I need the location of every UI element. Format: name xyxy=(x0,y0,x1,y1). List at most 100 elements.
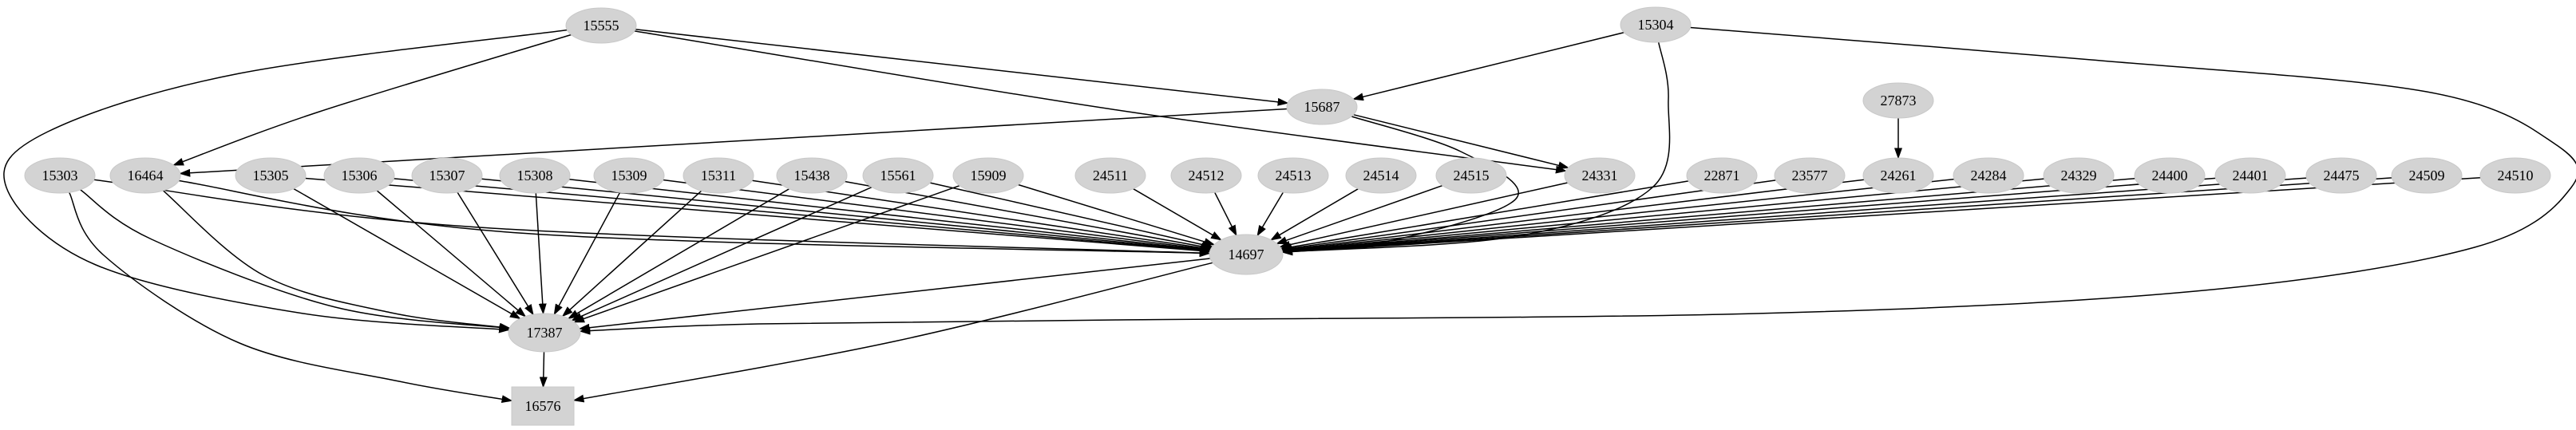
node-label-24331: 24331 xyxy=(1582,168,1618,183)
node-ellipse-24510 xyxy=(2479,157,2551,194)
node-label-24513: 24513 xyxy=(1276,168,1312,183)
node-label-24511: 24511 xyxy=(1093,168,1128,183)
node-ellipse-15909 xyxy=(952,157,1024,194)
graph-node-24514: 24514 xyxy=(1345,157,1417,194)
edge-24329-to-14697 xyxy=(1280,178,2044,254)
node-ellipse-24509 xyxy=(2391,157,2463,194)
node-label-24512: 24512 xyxy=(1189,168,1225,183)
graph-node-16464: 16464 xyxy=(109,157,181,194)
edge-24512-to-14697 xyxy=(1214,191,1237,237)
graph-node-15909: 15909 xyxy=(952,157,1024,194)
edge-24261-to-14697 xyxy=(1280,179,1865,254)
node-ellipse-24475 xyxy=(2305,157,2377,194)
node-label-15303: 15303 xyxy=(42,168,78,183)
node-ellipse-15311 xyxy=(683,157,754,194)
graph-node-16576: 16576 xyxy=(511,386,575,426)
edge-14697-to-16576 xyxy=(572,262,1213,403)
node-ellipse-15561 xyxy=(862,157,934,194)
node-label-14697: 14697 xyxy=(1229,247,1264,262)
node-label-15311: 15311 xyxy=(701,168,736,183)
edge-24284-to-14697 xyxy=(1280,178,1955,254)
node-label-15306: 15306 xyxy=(342,168,378,183)
graph-node-24511: 24511 xyxy=(1074,157,1146,194)
node-ellipse-15308 xyxy=(499,157,571,194)
edge-15307-to-14697 xyxy=(481,178,1212,254)
edge-15555-to-15687 xyxy=(635,29,1289,106)
edge-15561-to-14697 xyxy=(929,182,1214,249)
graph-node-14697: 14697 xyxy=(1209,234,1284,275)
node-ellipse-15306 xyxy=(323,157,395,194)
edge-15555-to-24331 xyxy=(634,30,1567,174)
node-ellipse-15307 xyxy=(411,157,483,194)
graph-node-24509: 24509 xyxy=(2391,157,2463,194)
graph-node-24400: 24400 xyxy=(2134,157,2206,194)
edge-24510-to-14697 xyxy=(1281,176,2481,256)
node-label-16576: 16576 xyxy=(525,398,561,414)
graph-node-24261: 24261 xyxy=(1862,157,1934,194)
edges-layer xyxy=(3,26,2576,404)
node-ellipse-15305 xyxy=(235,157,307,194)
node-ellipse-24400 xyxy=(2134,157,2206,194)
node-ellipse-15303 xyxy=(24,157,96,194)
graph-node-15555: 15555 xyxy=(565,7,637,44)
node-label-15308: 15308 xyxy=(517,168,553,183)
node-ellipse-24513 xyxy=(1257,157,1329,194)
node-label-24400: 24400 xyxy=(2152,168,2188,183)
graph-node-15308: 15308 xyxy=(499,157,571,194)
node-ellipse-15309 xyxy=(593,157,665,194)
node-label-24284: 24284 xyxy=(1971,168,2007,183)
edge-15308-to-17387 xyxy=(535,192,547,315)
node-label-15307: 15307 xyxy=(429,168,465,183)
edge-15309-to-14697 xyxy=(663,179,1212,253)
node-label-16464: 16464 xyxy=(128,168,164,183)
edge-15561-to-17387 xyxy=(571,186,873,322)
node-label-27873: 27873 xyxy=(1881,93,1917,108)
node-ellipse-24331 xyxy=(1564,157,1636,194)
edge-23577-to-14697 xyxy=(1280,179,1776,253)
edge-24513-to-14697 xyxy=(1256,191,1284,237)
node-ellipse-22871 xyxy=(1686,157,1758,194)
node-ellipse-24511 xyxy=(1074,157,1146,194)
node-ellipse-24284 xyxy=(1953,157,2024,194)
edge-15304-to-14697 xyxy=(1281,41,1671,256)
edge-24515-to-14697 xyxy=(1276,184,1443,245)
graph-node-23577: 23577 xyxy=(1774,157,1846,194)
graph-node-15303: 15303 xyxy=(24,157,96,194)
edge-15307-to-17387 xyxy=(457,191,534,316)
node-label-17387: 17387 xyxy=(527,325,563,341)
node-ellipse-15304 xyxy=(1620,6,1692,43)
edge-15305-to-17387 xyxy=(293,187,521,320)
node-label-24510: 24510 xyxy=(2498,168,2534,183)
node-ellipse-15687 xyxy=(1286,89,1358,125)
edge-15303-to-14697 xyxy=(93,179,1211,257)
edge-15438-to-17387 xyxy=(567,188,789,319)
graph-node-15687: 15687 xyxy=(1286,89,1358,125)
node-label-24261: 24261 xyxy=(1881,168,1917,183)
node-label-23577: 23577 xyxy=(1792,168,1828,183)
edge-15303-to-16576 xyxy=(69,191,513,404)
graph-node-24513: 24513 xyxy=(1257,157,1329,194)
edge-24331-to-14697 xyxy=(1279,182,1568,249)
graph-node-15306: 15306 xyxy=(323,157,395,194)
node-label-24514: 24514 xyxy=(1363,168,1399,183)
node-box-16576 xyxy=(511,386,575,426)
graph-node-24475: 24475 xyxy=(2305,157,2377,194)
edge-24509-to-14697 xyxy=(1281,177,2392,256)
edge-15311-to-17387 xyxy=(561,190,702,318)
edge-15303-to-17387 xyxy=(80,189,511,332)
edge-15311-to-14697 xyxy=(751,179,1213,252)
graph-node-15438: 15438 xyxy=(776,157,848,194)
edge-14697-to-17387 xyxy=(578,258,1210,332)
node-ellipse-24261 xyxy=(1862,157,1934,194)
node-ellipse-24401 xyxy=(2214,157,2286,194)
node-label-24509: 24509 xyxy=(2409,168,2445,183)
graph-node-24401: 24401 xyxy=(2214,157,2286,194)
node-label-22871: 22871 xyxy=(1704,168,1740,183)
node-ellipse-27873 xyxy=(1862,82,1934,119)
node-label-24475: 24475 xyxy=(2324,168,2360,183)
graph-node-15561: 15561 xyxy=(862,157,934,194)
edge-15909-to-17387 xyxy=(573,184,960,323)
edge-24475-to-14697 xyxy=(1281,177,2307,255)
graph-node-15309: 15309 xyxy=(593,157,665,194)
